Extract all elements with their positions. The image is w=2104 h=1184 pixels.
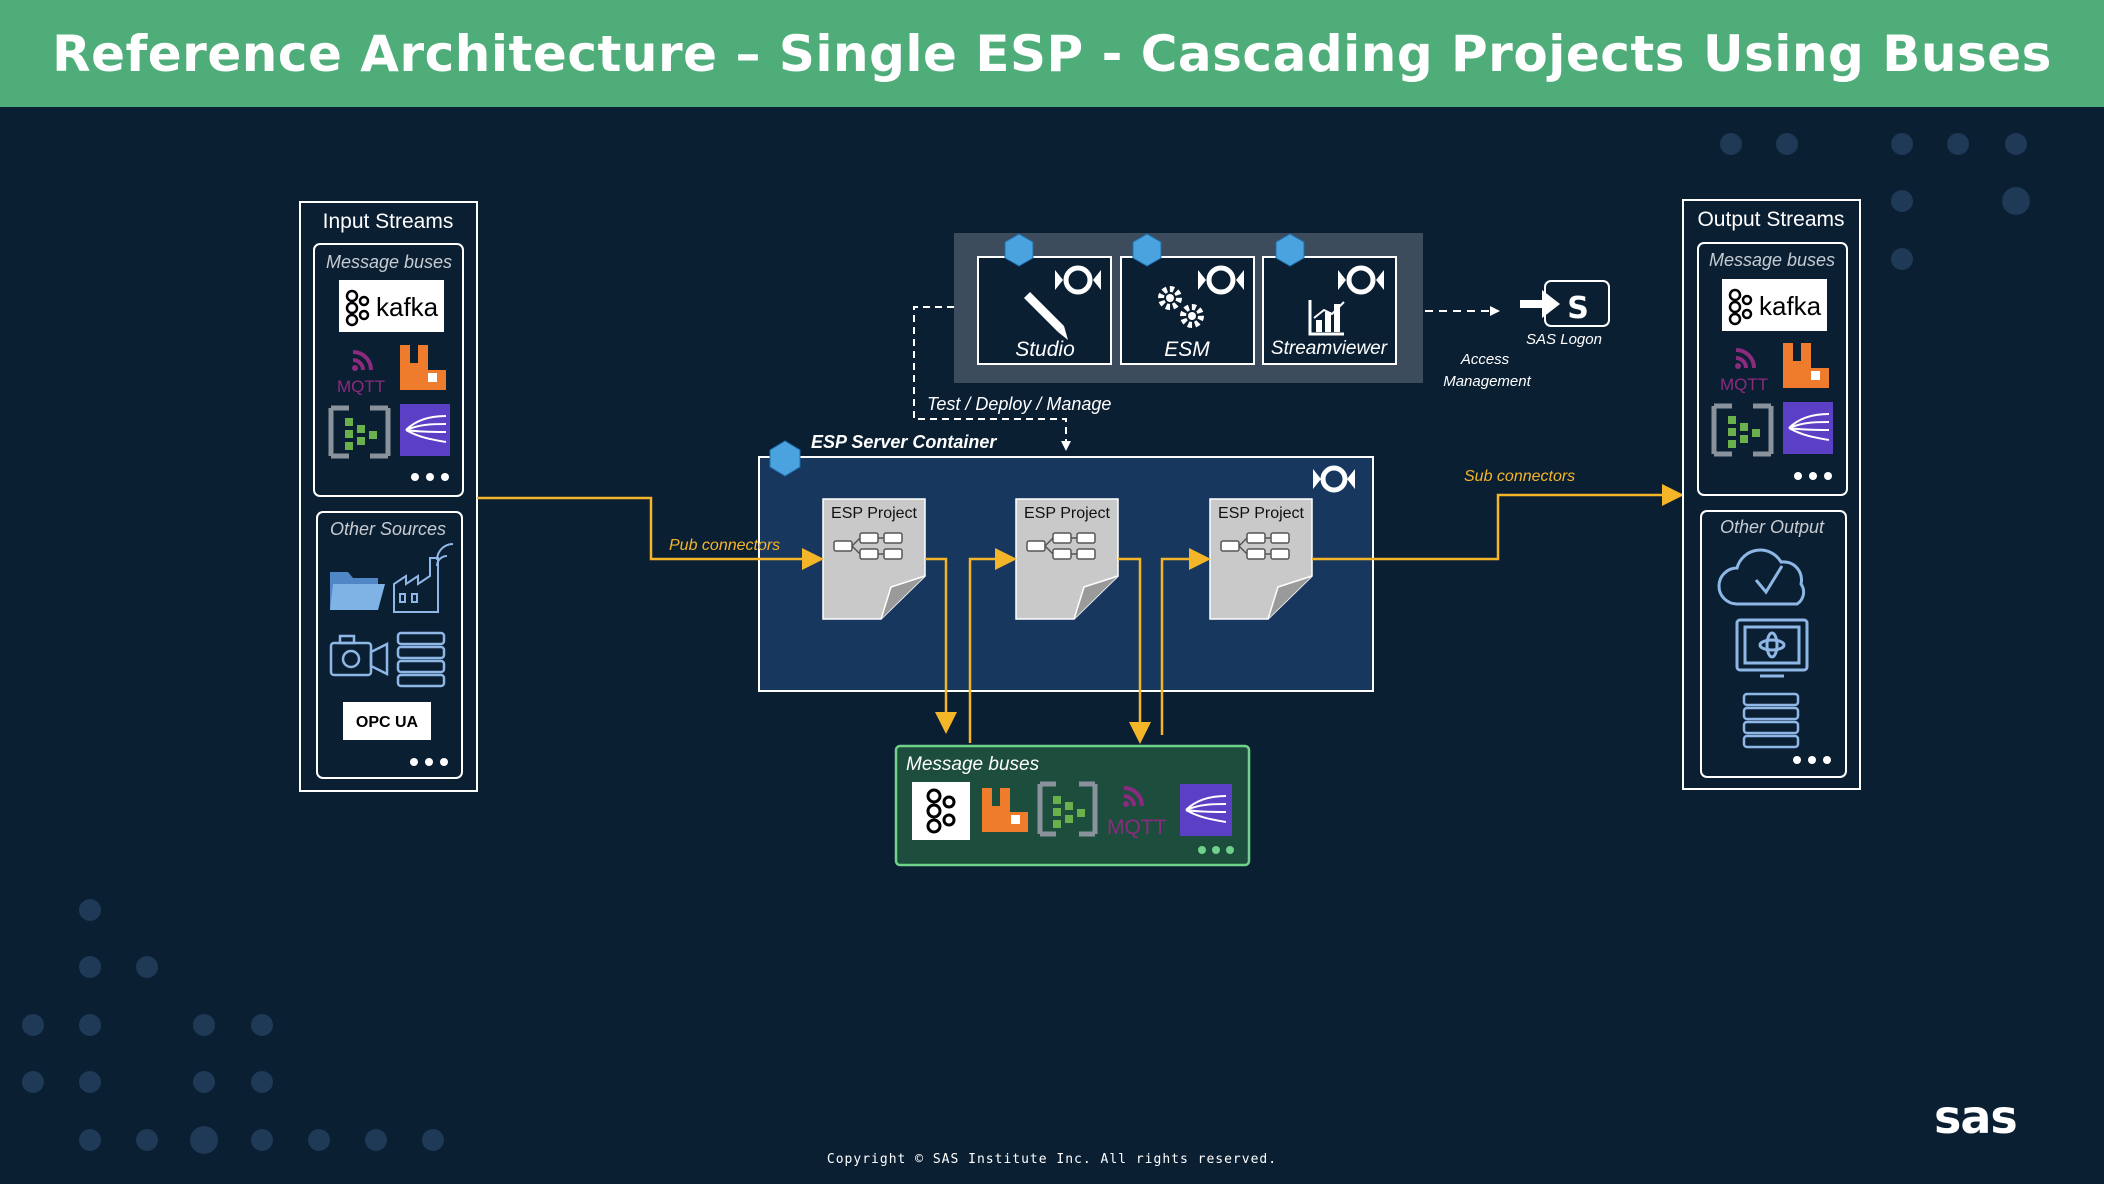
kinesis-logo [1180,784,1232,836]
project1-to-bus-line [925,557,957,734]
esp-logo-icon [1198,265,1244,295]
esp-server-container: ESP Server Container ESP Project ESP Pro… [758,432,1374,692]
title-banner: Reference Architecture – Single ESP - Ca… [0,0,2104,107]
factory-icon [393,543,454,613]
esp-logo-icon [1313,465,1355,493]
esm-tile[interactable]: ESM [1120,233,1255,365]
kafka-wordmark: kafka [1759,291,1822,321]
cloud-icon [1717,548,1806,606]
output-streams-panel: Output Streams Message buses kafka MQTT [1682,199,1861,790]
esp-server-container-label: ESP Server Container [811,432,997,452]
database-icon [1742,692,1800,749]
flow-graph-icon [1220,532,1290,560]
sas-logo: sas [1934,1090,2018,1144]
streamviewer-tile[interactable]: Streamviewer [1262,233,1397,365]
access-management-label-1: Access [1460,351,1510,368]
test-deploy-connector: Test / Deploy / Manage [913,306,1111,451]
mqtt-wordmark: MQTT [1107,816,1167,839]
sas-logon-label: SAS Logon [1526,331,1602,348]
output-message-buses-label: Message buses [1709,250,1835,270]
azure-event-hubs-logo [1711,403,1774,457]
other-output-box: Other Output [1700,510,1847,778]
kafka-wordmark: kafka [376,292,439,322]
other-output-label: Other Output [1720,517,1825,537]
rabbitmq-logo [982,788,1028,832]
kafka-logo: kafka [339,280,444,332]
tools-panel: Studio ESM [954,233,1423,383]
kafka-logo: kafka [1722,279,1827,331]
decorative-dots [22,133,2030,1154]
other-sources-box: Other Sources [316,511,463,779]
flow-graph-icon [1026,532,1096,560]
esp-logo-icon [1055,265,1101,295]
esm-label: ESM [1164,338,1210,361]
test-deploy-manage-label: Test / Deploy / Manage [927,394,1111,414]
database-icon [396,631,446,688]
input-message-buses-label: Message buses [326,252,452,272]
connectors [477,484,1684,744]
mqtt-logo: MQTT [337,350,385,396]
sub-connector-line [1312,484,1684,561]
esp-project-label: ESP Project [1218,505,1305,522]
esp-project-label: ESP Project [831,505,918,522]
input-streams-panel: Input Streams Message buses kafka MQTT [299,201,478,792]
page-title: Reference Architecture – Single ESP - Ca… [52,24,2052,83]
esp-project-label: ESP Project [1024,505,1111,522]
esp-logo-icon [1338,265,1384,295]
chart-icon [1308,300,1345,336]
camera-icon [329,634,389,677]
other-sources-label: Other Sources [330,519,446,539]
more-dots-icon [1198,846,1234,854]
pub-connector-line [477,496,824,570]
bottom-message-buses-label: Message buses [906,754,1040,775]
bottom-message-buses: Message buses MQTT [894,744,1251,867]
project2-to-bus-line [1118,557,1151,744]
rabbitmq-logo [1783,343,1829,388]
mqtt-logo: MQTT [1107,786,1167,839]
sas-logon: S SAS Logon Access Management [1425,280,1610,390]
opc-ua-wordmark: OPC UA [356,714,419,731]
folder-icon [330,572,385,610]
kafka-logo [912,782,970,840]
more-dots-icon [410,758,448,766]
studio-label: Studio [1015,338,1075,361]
pub-connectors-label: Pub connectors [669,537,780,554]
more-dots-icon [1793,756,1831,764]
svg-text:S: S [1567,291,1589,326]
more-dots-icon [411,473,449,481]
access-management-label-2: Management [1443,373,1531,390]
streamviewer-label: Streamviewer [1271,338,1388,359]
flow-graph-icon [833,532,903,560]
more-dots-icon [1794,472,1832,480]
bus-to-project2-line [968,548,1017,743]
rabbitmq-logo [400,345,446,390]
esp-project-1[interactable]: ESP Project [822,498,926,620]
sub-connectors-label: Sub connectors [1464,468,1575,485]
output-message-buses-box: Message buses kafka MQTT [1697,242,1848,496]
sas-logon-icon: S [1520,280,1610,327]
mqtt-wordmark: MQTT [337,377,385,396]
azure-event-hubs-logo [328,405,391,459]
output-streams-title: Output Streams [1697,208,1844,231]
mqtt-logo: MQTT [1720,348,1768,394]
azure-event-hubs-logo [1037,781,1098,837]
mqtt-wordmark: MQTT [1720,375,1768,394]
kinesis-logo [400,404,450,456]
gears-icon [1158,286,1204,328]
bus-to-project3-line [1160,548,1211,735]
esp-project-3[interactable]: ESP Project [1209,498,1313,620]
opc-ua-logo: OPC UA [343,702,431,740]
input-message-buses-box: Message buses kafka MQTT [313,243,464,497]
kinesis-logo [1783,402,1833,454]
studio-tile[interactable]: Studio [977,233,1112,365]
monitor-icon [1735,618,1809,678]
input-streams-title: Input Streams [323,210,454,233]
copyright-text: Copyright © SAS Institute Inc. All right… [826,1152,1278,1167]
pencil-icon [1024,292,1068,340]
esp-project-2[interactable]: ESP Project [1015,498,1119,620]
